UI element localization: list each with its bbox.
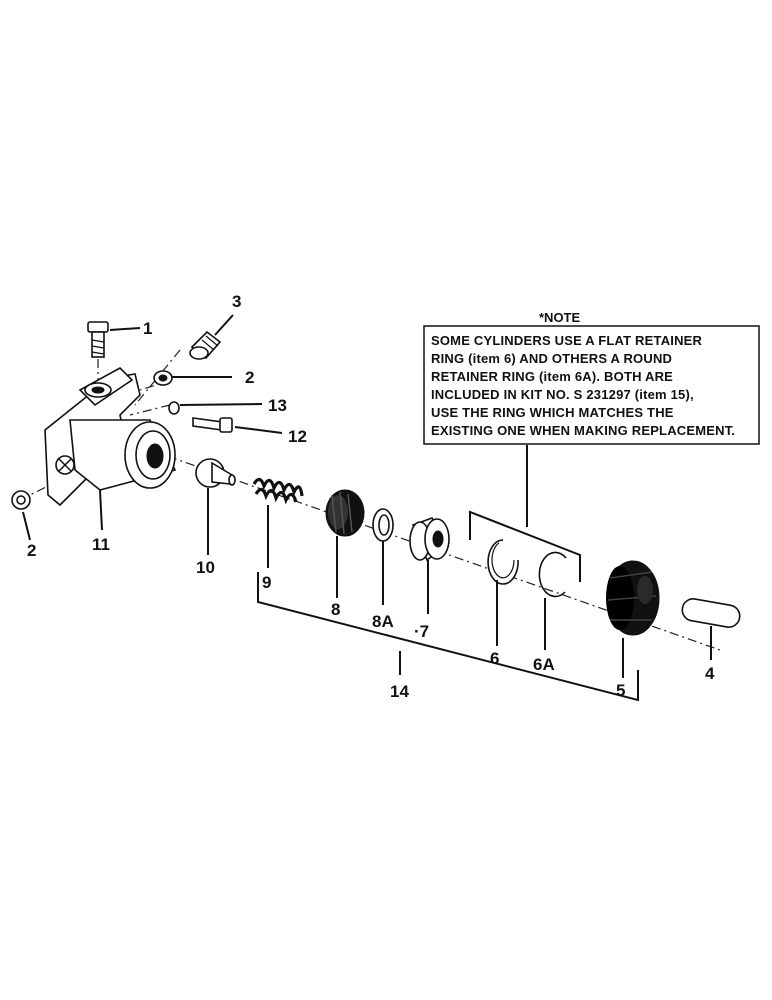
washer-part-lower xyxy=(11,490,31,510)
piston-part xyxy=(409,517,450,562)
note-line-2: RING (item 6) AND OTHERS A ROUND xyxy=(431,351,672,366)
callout-4: 4 xyxy=(705,664,715,683)
callout-12: 12 xyxy=(288,427,307,446)
ring-kit-bracket xyxy=(469,510,581,582)
screw-part xyxy=(192,417,233,433)
cylinder-housing-part xyxy=(44,367,177,507)
leader-2-lower xyxy=(22,511,31,541)
callout-9: 9 xyxy=(262,573,271,592)
washer-part-upper xyxy=(153,370,173,386)
note-heading: *NOTE xyxy=(539,310,581,325)
piston-cup-part xyxy=(325,489,365,537)
callout-8a: 8A xyxy=(372,612,394,631)
callout-3: 3 xyxy=(232,292,241,311)
callout-7: ·7 xyxy=(414,622,429,641)
note-line-3: RETAINER RING (item 6A). BOTH ARE xyxy=(431,369,673,384)
callout-10: 10 xyxy=(196,558,215,577)
push-rod-part xyxy=(195,458,236,488)
callout-8: 8 xyxy=(331,600,340,619)
note-box xyxy=(423,325,760,445)
callout-13: 13 xyxy=(268,396,287,415)
push-pin-part xyxy=(681,598,741,628)
leader-3 xyxy=(214,314,234,336)
flat-retainer-ring-part xyxy=(487,539,519,585)
leader-13 xyxy=(179,403,263,406)
callout-2-upper: 2 xyxy=(245,368,254,387)
note-line-5: USE THE RING WHICH MATCHES THE xyxy=(431,405,674,420)
dust-boot-part xyxy=(606,560,660,636)
callout-14: 14 xyxy=(390,682,409,701)
callout-2-lower: 2 xyxy=(27,541,36,560)
callout-5: 5 xyxy=(616,681,625,700)
repair-kit-bracket xyxy=(257,572,639,702)
bleeder-fitting-part xyxy=(189,330,222,360)
leader-1 xyxy=(109,327,141,331)
callout-11: 11 xyxy=(92,535,110,554)
round-retainer-ring-part xyxy=(538,551,567,598)
note-line-6: EXISTING ONE WHEN MAKING REPLACEMENT. xyxy=(431,423,735,438)
note-line-1: SOME CYLINDERS USE A FLAT RETAINER xyxy=(431,333,703,348)
bolt-part xyxy=(87,321,109,358)
callout-6a: 6A xyxy=(533,655,555,674)
leader-11 xyxy=(99,489,103,531)
leader-12 xyxy=(234,426,283,434)
cup-ring-part xyxy=(372,508,394,542)
note-line-4: INCLUDED IN KIT NO. S 231297 (item 15), xyxy=(431,387,694,402)
lock-washer-part xyxy=(168,401,180,415)
callout-1: 1 xyxy=(143,319,152,338)
spring-part xyxy=(252,477,304,505)
callout-6: 6 xyxy=(490,649,499,668)
